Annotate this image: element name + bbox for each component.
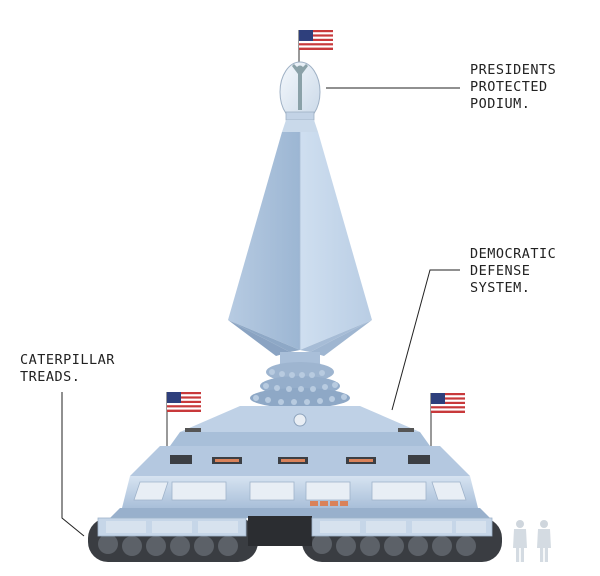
hull bbox=[110, 446, 490, 518]
human-figure-icon bbox=[513, 520, 527, 562]
spire bbox=[228, 120, 372, 366]
label-presidents-podium: PRESIDENTS PROTECTED PODIUM. bbox=[470, 62, 556, 113]
label-line: PROTECTED bbox=[470, 79, 548, 95]
collar bbox=[250, 362, 350, 408]
label-line: SYSTEM. bbox=[470, 280, 531, 296]
status-lights bbox=[310, 501, 348, 506]
human-figure-icon bbox=[537, 520, 551, 562]
label-line: CATERPILLAR bbox=[20, 352, 115, 368]
label-line: TREADS. bbox=[20, 369, 81, 385]
scale-figures bbox=[513, 520, 551, 562]
label-defense-system: DEMOCRATIC DEFENSE SYSTEM. bbox=[470, 246, 556, 297]
presidents-podium bbox=[279, 61, 321, 123]
label-line: DEMOCRATIC bbox=[470, 246, 557, 262]
leader-lines bbox=[61, 87, 460, 537]
human-figure-icon bbox=[292, 64, 308, 110]
us-flag-icon bbox=[430, 393, 465, 446]
upper-deck bbox=[170, 406, 430, 446]
label-line: DEFENSE bbox=[470, 263, 531, 279]
label-line: PRESIDENTS bbox=[470, 62, 557, 78]
label-line: PODIUM. bbox=[470, 96, 531, 112]
us-flag-icon bbox=[166, 392, 201, 446]
label-caterpillar-treads: CATERPILLAR TREADS. bbox=[20, 352, 115, 386]
caterpillar-treads bbox=[88, 516, 502, 562]
